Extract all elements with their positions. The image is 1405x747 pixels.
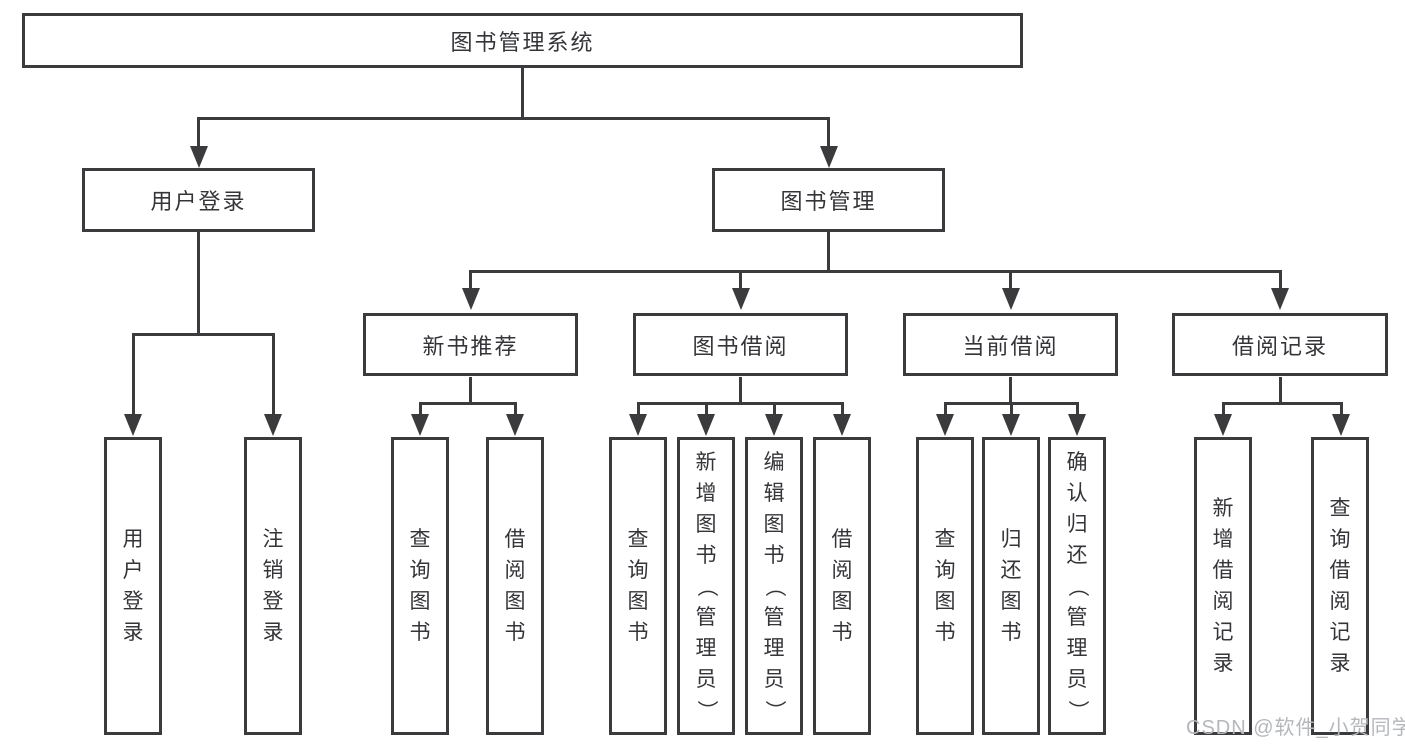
arrow-head (1001, 288, 1020, 310)
leaf-borrow-books-recommend: 借阅图书 (486, 437, 544, 735)
node-current-borrow: 当前借阅 (903, 313, 1118, 376)
arrow-head (819, 146, 838, 168)
connector-line (197, 232, 200, 336)
arrow-head (1271, 288, 1289, 310)
connector-line (131, 333, 135, 416)
node-library-system: 图书管理系统 (22, 13, 1023, 68)
node-book-borrow: 图书借阅 (633, 313, 848, 376)
connector-line (1221, 402, 1225, 416)
connector-line (469, 377, 472, 405)
arrow-head (936, 414, 954, 436)
connector-line (1221, 402, 1343, 405)
node-borrow-records: 借阅记录 (1172, 313, 1388, 376)
leaf-confirm-return-admin: 确认归还（管理员） (1048, 437, 1106, 735)
connector-line (772, 402, 776, 416)
connector-line (1009, 270, 1012, 290)
leaf-borrow-books: 借阅图书 (813, 437, 871, 735)
connector-line (704, 402, 708, 416)
connector-line (418, 402, 517, 405)
leaf-add-borrow-record: 新增借阅记录 (1194, 437, 1252, 735)
arrow-head (1332, 414, 1350, 436)
connector-line (943, 402, 947, 416)
connector-line (469, 270, 1281, 273)
connector-line (1278, 270, 1282, 290)
connector-line (1009, 377, 1012, 405)
leaf-query-books-borrow: 查询图书 (609, 437, 667, 735)
connector-line (197, 117, 830, 120)
arrow-head (411, 414, 429, 436)
connector-line (840, 402, 844, 416)
leaf-logout: 注销登录 (244, 437, 302, 735)
leaf-user-login: 用户登录 (104, 437, 162, 735)
arrow-head (1214, 414, 1232, 436)
connector-line (739, 270, 742, 290)
connector-line (636, 402, 640, 416)
arrow-head (629, 414, 647, 436)
node-new-book-recommend: 新书推荐 (363, 313, 578, 376)
arrow-head (731, 288, 750, 310)
connector-line (197, 117, 200, 148)
connector-line (418, 402, 422, 416)
node-user-login: 用户登录 (82, 168, 315, 232)
arrow-head (189, 146, 208, 168)
arrow-head (461, 288, 480, 310)
connector-line (469, 270, 472, 290)
leaf-edit-book-admin: 编辑图书（管理员） (745, 437, 803, 735)
leaf-return-book: 归还图书 (982, 437, 1040, 735)
connector-line (521, 68, 524, 120)
arrow-head (833, 414, 851, 436)
leaf-query-books-current: 查询图书 (916, 437, 974, 735)
connector-line (827, 232, 830, 273)
connector-line (1278, 377, 1282, 405)
node-book-management: 图书管理 (712, 168, 945, 232)
csdn-watermark: CSDN @软件_小贺同学 (1186, 717, 1405, 739)
arrow-head (506, 414, 524, 436)
arrow-head (1068, 414, 1086, 436)
connector-line (131, 333, 275, 336)
connector-line (1009, 402, 1013, 416)
arrow-head (697, 414, 715, 436)
leaf-query-borrow-record: 查询借阅记录 (1311, 437, 1369, 735)
connector-line (636, 402, 844, 405)
arrow-head (1002, 414, 1020, 436)
connector-line (271, 333, 275, 416)
connector-line (827, 117, 830, 148)
leaf-query-books-recommend: 查询图书 (391, 437, 449, 735)
arrow-head (765, 414, 783, 436)
connector-line (739, 377, 742, 405)
connector-line (1339, 402, 1343, 416)
connector-line (513, 402, 517, 416)
arrow-head (124, 414, 142, 436)
leaf-add-book-admin: 新增图书（管理员） (677, 437, 735, 735)
arrow-head (264, 414, 282, 436)
connector-line (1075, 402, 1079, 416)
